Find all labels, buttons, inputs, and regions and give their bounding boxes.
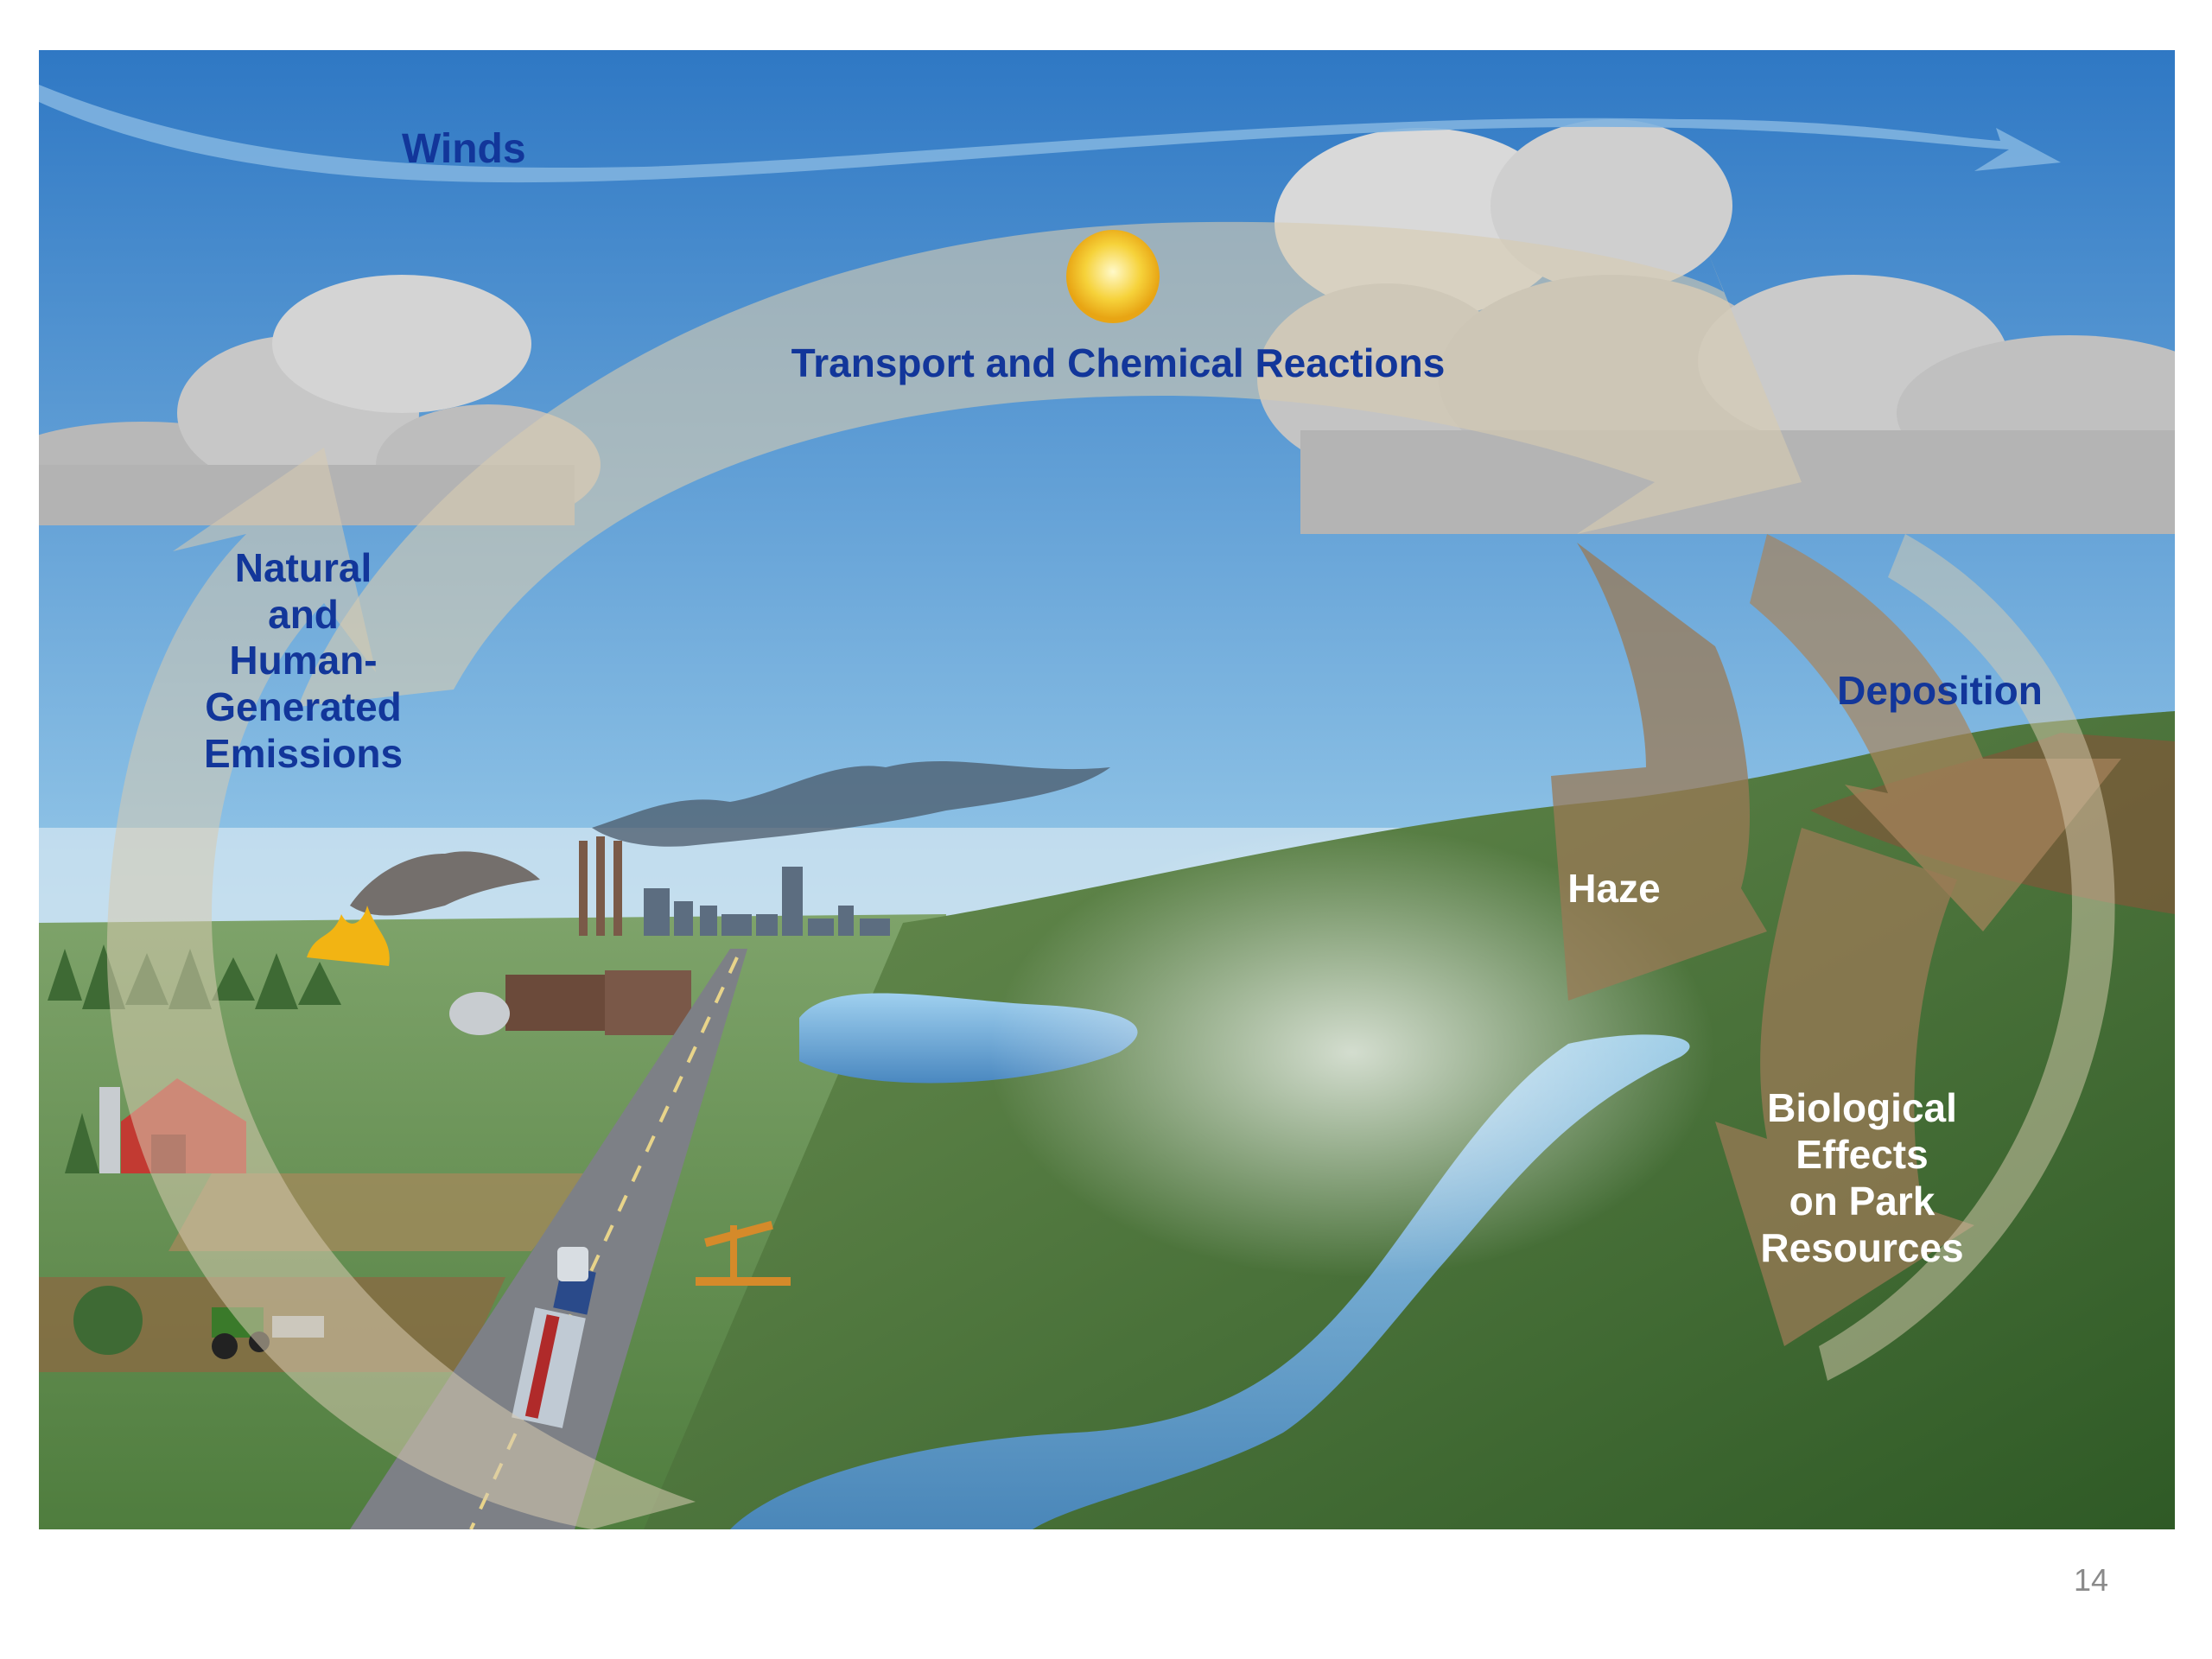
svg-text:Human-: Human- <box>229 638 377 683</box>
valley-glow <box>989 828 1715 1277</box>
svg-text:and: and <box>268 592 339 637</box>
svg-text:Natural: Natural <box>235 545 372 590</box>
svg-text:Resources: Resources <box>1760 1225 1963 1270</box>
transport-arrow <box>298 221 1802 707</box>
emissions-label: Natural and Human- Generated Emissions <box>204 545 403 776</box>
oil-pump <box>696 1220 791 1286</box>
factory <box>449 836 691 1035</box>
svg-text:Biological: Biological <box>1767 1085 1957 1130</box>
deposition-label: Deposition <box>1837 668 2043 713</box>
svg-text:on Park: on Park <box>1789 1179 1936 1224</box>
right-arc-arrow <box>1819 534 2115 1381</box>
haze-label: Haze <box>1567 866 1660 911</box>
fire-smoke <box>350 851 540 916</box>
biological-label: Biological Effects on Park Resources <box>1760 1085 1963 1270</box>
biological-arrow <box>1715 828 1974 1346</box>
winds-label: Winds <box>402 126 526 172</box>
haze-arrow <box>1551 543 1767 1001</box>
svg-text:Emissions: Emissions <box>204 731 403 776</box>
deposition-arrow <box>1750 534 2121 931</box>
city-skyline <box>644 867 890 936</box>
slide-number: 14 <box>2073 1562 2108 1598</box>
sun <box>1066 230 1160 323</box>
air-quality-diagram: Winds Transport and Chemical Reactions N… <box>39 50 2175 1529</box>
emissions-arrow <box>106 448 696 1529</box>
forest-fire <box>307 906 390 966</box>
transport-label: Transport and Chemical Reactions <box>791 340 1446 385</box>
svg-text:Generated: Generated <box>205 684 402 729</box>
smoke-plume <box>592 760 1110 847</box>
svg-text:Effects: Effects <box>1796 1132 1928 1177</box>
car <box>557 1247 588 1281</box>
tree <box>73 1286 143 1355</box>
